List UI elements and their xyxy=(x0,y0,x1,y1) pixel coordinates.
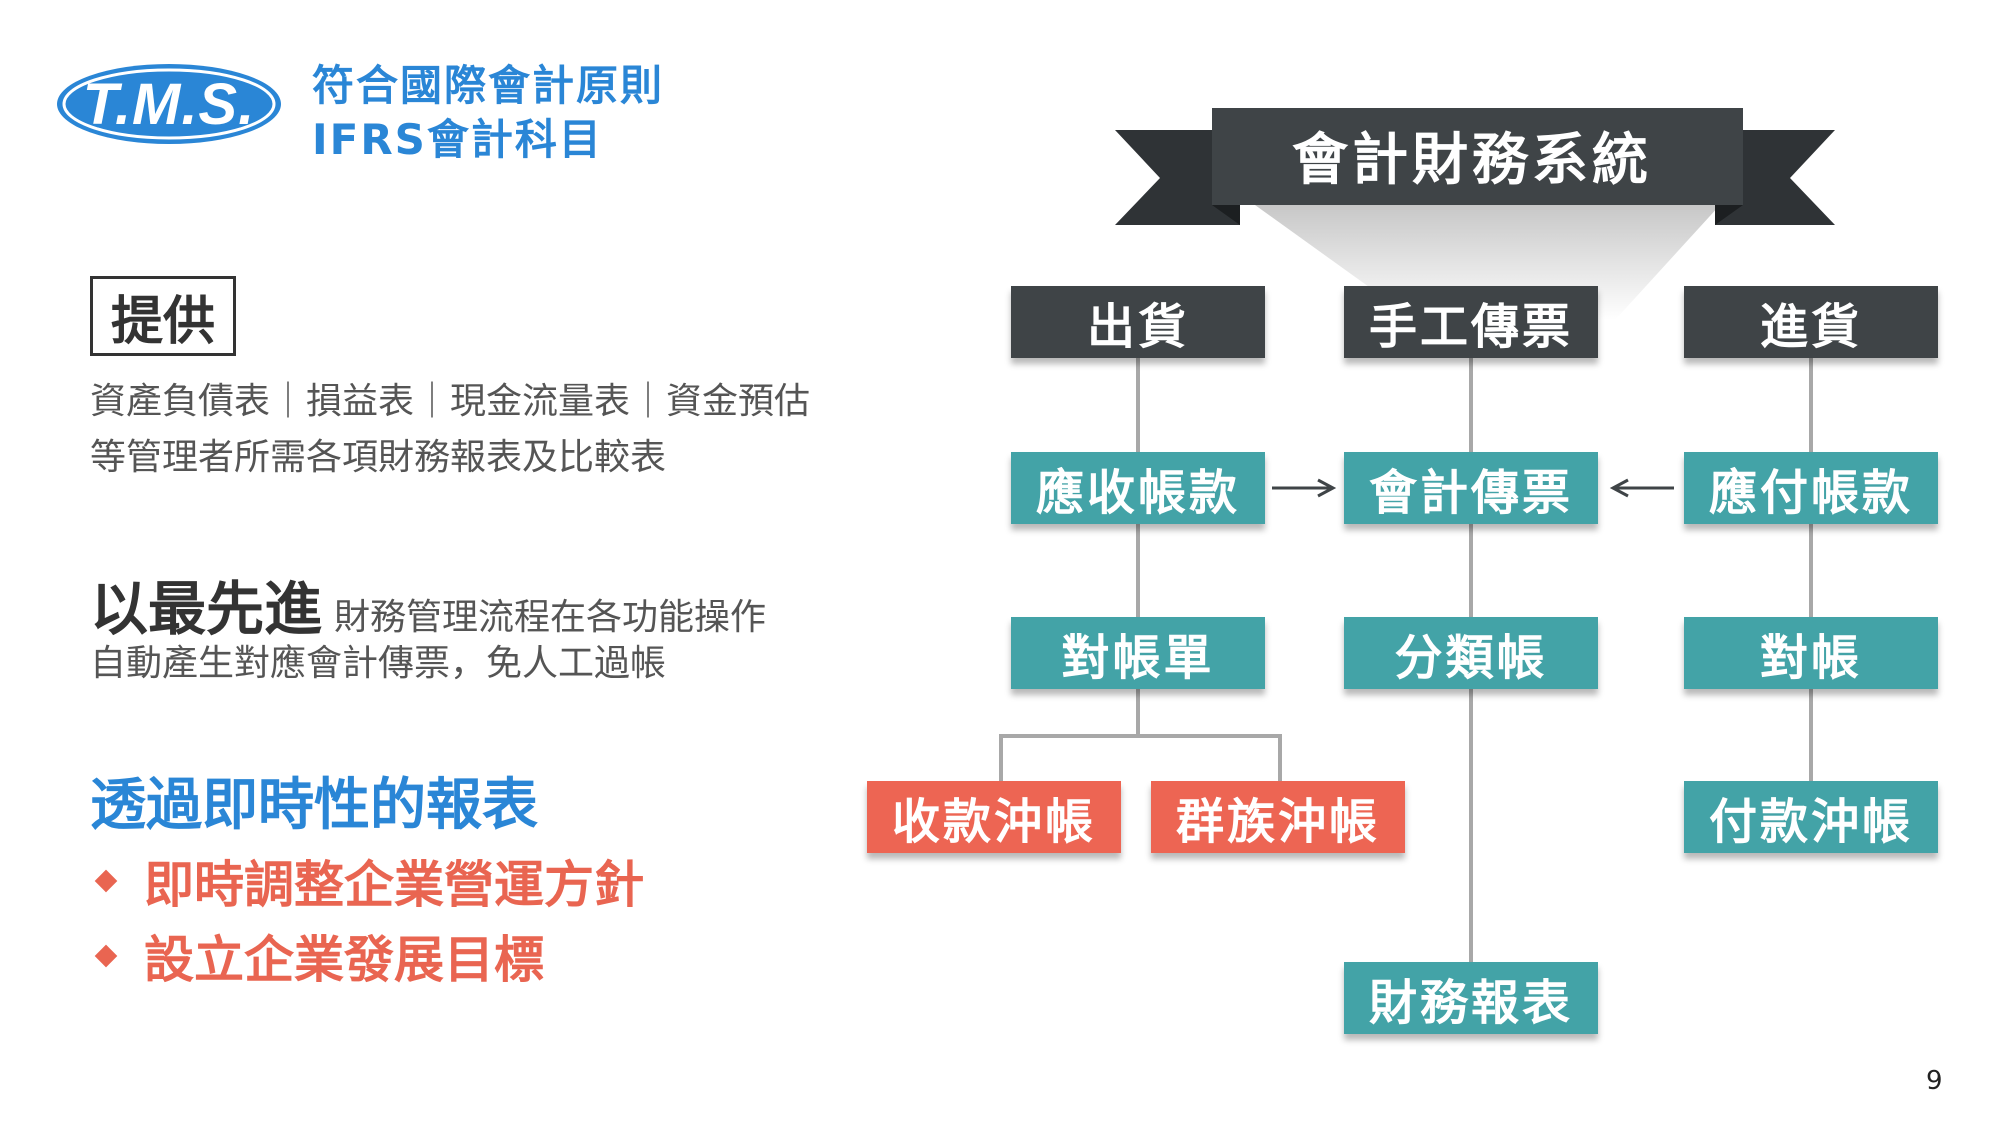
advanced-line1: 以最先進 財務管理流程在各功能操作 xyxy=(90,562,766,646)
node-payables: 應付帳款 xyxy=(1684,452,1938,524)
bullet-text-1: 即時調整企業營運方針 xyxy=(144,856,644,914)
bullet-item-1: 即時調整企業營運方針 xyxy=(90,845,644,917)
advanced-line2: 自動產生對應會計傳票，免人工過帳 xyxy=(90,643,667,684)
provide-description-line1: 資產負債表｜損益表｜現金流量表｜資金預估 xyxy=(90,381,811,422)
connector-line xyxy=(999,734,1282,781)
provide-label: 提供 xyxy=(90,276,236,356)
logo-badge-shape xyxy=(57,64,281,144)
node-shipping: 出貨 xyxy=(1011,286,1265,358)
realtime-title: 透過即時性的報表 xyxy=(90,773,538,838)
node-payment-writeoff: 付款沖帳 xyxy=(1684,781,1938,853)
header-title-line1: 符合國際會計原則 xyxy=(312,61,665,110)
node-reconcile: 對帳 xyxy=(1684,617,1938,689)
provide-description-line2: 等管理者所需各項財務報表及比較表 xyxy=(90,437,667,478)
banner-title: 會計財務系統 xyxy=(1292,128,1652,193)
arrow-right-icon xyxy=(1317,478,1337,498)
bullet-item-2: 設立企業發展目標 xyxy=(90,920,544,992)
arrow-left-icon xyxy=(1609,478,1629,498)
page-number: 9 xyxy=(1926,1066,1943,1096)
bullet-text-2: 設立企業發展目標 xyxy=(144,931,544,989)
node-accounting-voucher: 會計傳票 xyxy=(1344,452,1598,524)
node-purchasing: 進貨 xyxy=(1684,286,1938,358)
node-statement: 對帳單 xyxy=(1011,617,1265,689)
advanced-description: 財務管理流程在各功能操作 xyxy=(334,597,767,638)
node-group-writeoff: 群族沖帳 xyxy=(1151,781,1405,853)
header-title-line2: IFRS會計科目 xyxy=(312,115,603,164)
node-financial-report: 財務報表 xyxy=(1344,962,1598,1034)
node-receivables: 應收帳款 xyxy=(1011,452,1265,524)
advanced-heading: 以最先進 xyxy=(90,575,323,643)
node-receipt-writeoff: 收款沖帳 xyxy=(867,781,1121,853)
tms-logo: T.M.S. xyxy=(55,62,283,146)
banner-ribbon xyxy=(1115,108,1835,320)
node-manual-voucher: 手工傳票 xyxy=(1344,286,1598,358)
node-ledger: 分類帳 xyxy=(1344,617,1598,689)
logo-text: T.M.S. xyxy=(82,71,256,137)
